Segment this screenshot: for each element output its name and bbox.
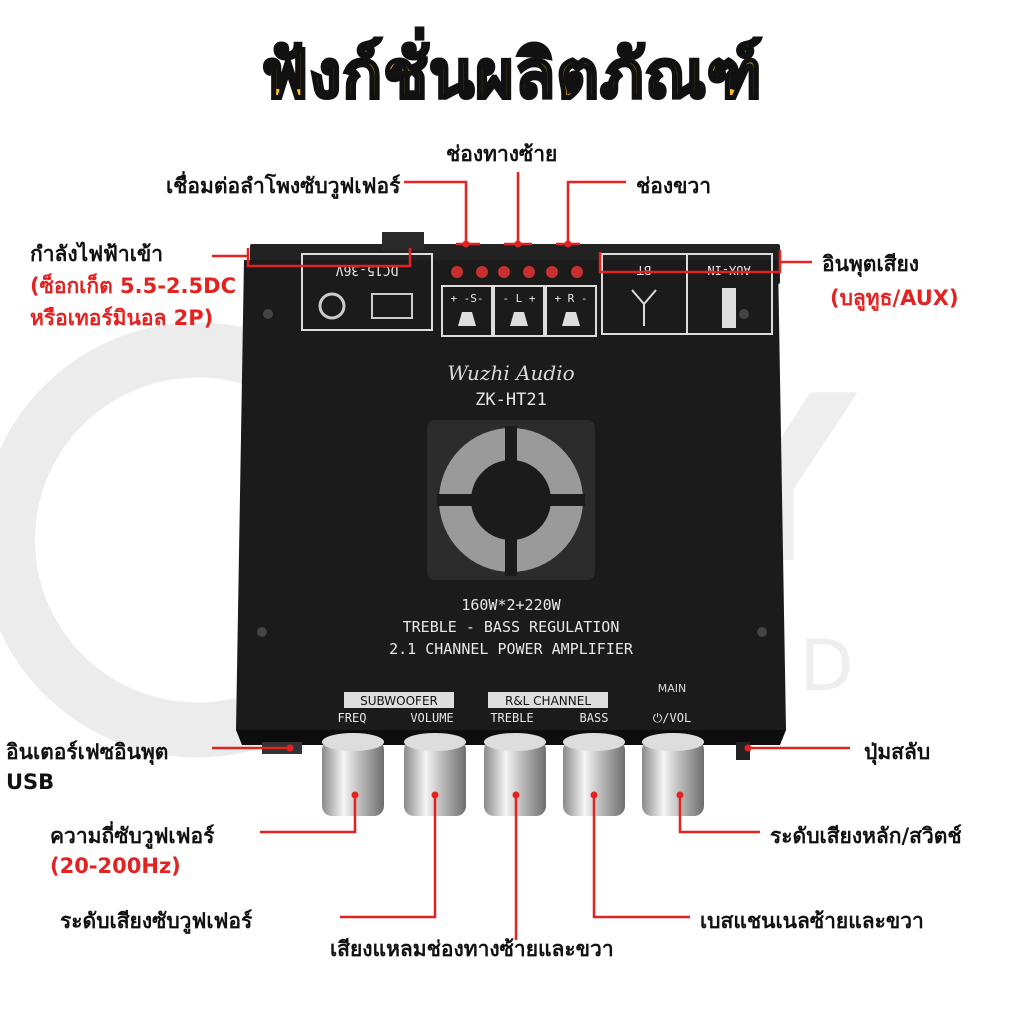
- knob-freq-label: FREQ: [338, 711, 367, 725]
- page-title: ฟังก์ชั่นผลิตภัณฑ์: [260, 35, 763, 115]
- callout-usb-2: USB: [6, 770, 55, 794]
- group-main: MAIN: [658, 682, 687, 695]
- speaker-icon: [458, 312, 476, 326]
- cooling-fan-icon: [427, 420, 595, 580]
- knob-volume-label: VOLUME: [410, 711, 453, 725]
- sub-terminal-label: + -S-: [450, 292, 483, 305]
- knob-bass-label: BASS: [580, 711, 609, 725]
- left-terminal-label: - L +: [502, 292, 535, 305]
- knob-treble-label: TREBLE: [490, 711, 533, 725]
- callout-audio-input: อินพุตเสียง: [822, 252, 920, 276]
- dc-socket-icon: [318, 292, 346, 320]
- callout-main-volume: ระดับเสียงหลัก/สวิตช์: [770, 824, 962, 848]
- bt-label: BT: [637, 263, 651, 277]
- spec-regulation: TREBLE - BASS REGULATION: [403, 618, 620, 636]
- callout-subwoofer-output: เชื่อมต่อลำโพงซับวูฟเฟอร์: [166, 174, 401, 198]
- aux-label: AUX-IN: [707, 263, 750, 277]
- callout-left-channel: ช่องทางซ้าย: [446, 142, 558, 166]
- right-terminal-label: + R -: [554, 292, 587, 305]
- amplifier-board: DC15-36V + -S- - L + + R - BT AUX-IN Wuz…: [236, 232, 786, 745]
- callout-audio-input-detail: (บลูทูธ/AUX): [830, 286, 959, 310]
- callout-power-input-detail-2: หรือเทอร์มินอล 2P): [30, 306, 214, 330]
- group-rl-channel: R&L CHANNEL: [505, 694, 591, 708]
- speaker-icon: [562, 312, 580, 326]
- model-label: ZK-HT21: [475, 390, 547, 410]
- speaker-terminals: [451, 266, 583, 278]
- callout-right-channel: ช่องขวา: [636, 174, 712, 198]
- volume-knob[interactable]: [404, 733, 466, 816]
- brand-logo: Wuzhi Audio: [447, 361, 574, 385]
- main-volume-knob[interactable]: [642, 733, 704, 816]
- callout-sub-frequency: ความถี่ซับวูฟเฟอร์: [50, 824, 215, 848]
- aux-jack-icon: [722, 288, 736, 328]
- treble-knob[interactable]: [484, 733, 546, 816]
- callout-power-input: กำลังไฟฟ้าเข้า: [30, 242, 164, 266]
- terminal-2p-icon: [371, 293, 413, 319]
- group-subwoofer: SUBWOOFER: [360, 694, 438, 708]
- freq-knob[interactable]: [322, 733, 384, 816]
- callout-sub-volume: ระดับเสียงซับวูฟเฟอร์: [60, 909, 253, 933]
- callout-sub-frequency-range: (20-200Hz): [50, 854, 181, 878]
- callout-bass: เบสแชนเนลซ้ายและขวา: [700, 909, 924, 933]
- bass-knob[interactable]: [563, 733, 625, 816]
- callout-usb-1: อินเตอร์เฟซอินพุต: [6, 740, 169, 764]
- callout-power-input-detail-1: (ซ็อกเก็ต 5.5-2.5DC: [30, 274, 236, 298]
- speaker-icon: [510, 312, 528, 326]
- spec-power: 160W*2+220W: [461, 596, 561, 614]
- callout-toggle: ปุ่มสลับ: [864, 740, 931, 764]
- bluetooth-antenna-icon: [631, 289, 657, 326]
- spec-channel: 2.1 CHANNEL POWER AMPLIFIER: [389, 640, 634, 658]
- knob-vol-label: ⏻/VOL: [653, 711, 691, 725]
- callout-treble: เสียงแหลมช่องทางซ้ายและขวา: [330, 937, 614, 961]
